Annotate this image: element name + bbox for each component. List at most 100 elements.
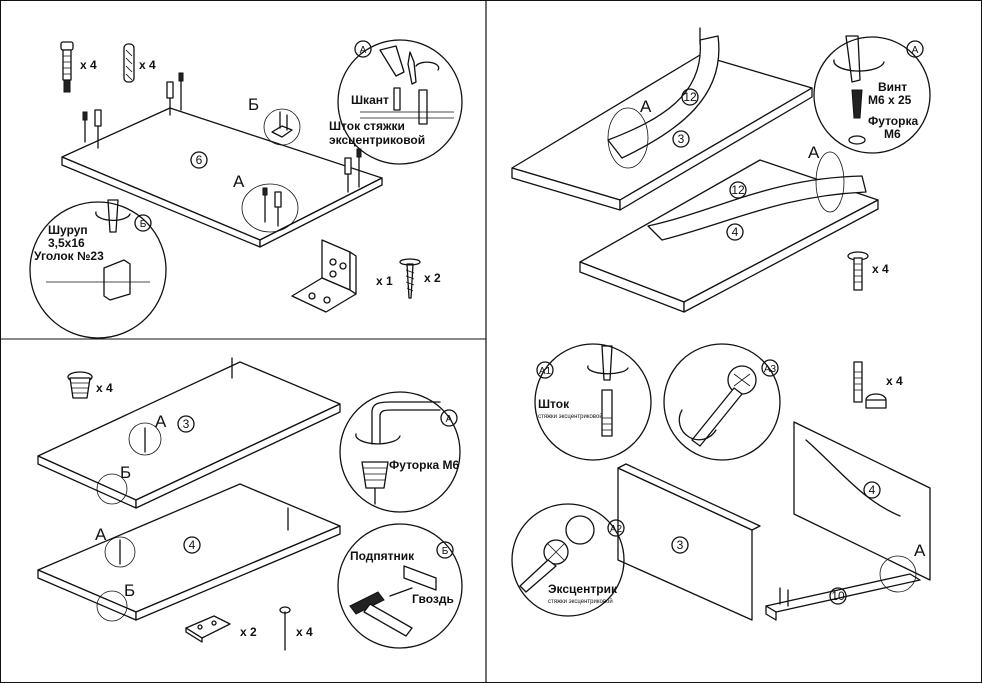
- callout-a-board3: А: [155, 412, 167, 431]
- qty-insert: x 4: [96, 381, 113, 395]
- label-a1-1: Шток: [538, 397, 570, 411]
- panel-4-label: 4: [869, 483, 876, 497]
- threaded-insert-icon: [67, 371, 93, 399]
- step-top-left: 6 x 4 x 4 Б А: [29, 39, 463, 339]
- detail-b-foot-circle: [337, 523, 463, 649]
- detail-a-right-badge: [906, 40, 924, 58]
- detail-a3-circle: [663, 343, 781, 461]
- dowels-group: [82, 72, 362, 193]
- panel-3-top-edge: [617, 463, 761, 531]
- part-3-left-circle: [177, 415, 195, 433]
- detail-a-circle-right: [813, 36, 931, 154]
- panel-4-arch: [805, 439, 901, 517]
- part-4-left-circle: [183, 536, 201, 554]
- qty-screw-right: x 4: [872, 262, 889, 276]
- nail-icon: [279, 606, 291, 651]
- callout-a-board4-circle: [104, 536, 136, 568]
- cam-lock-a2: [565, 515, 595, 545]
- arch-12-top: [607, 35, 720, 159]
- detail-a-badge: [354, 40, 372, 58]
- foot-pad-detail: [403, 565, 437, 591]
- base-10-edge: [765, 605, 777, 621]
- arch-bottom-label: 12: [731, 183, 745, 197]
- detail-a-letter: А: [360, 45, 367, 56]
- callout-a-bottom-ellipse: [815, 151, 845, 213]
- label-a2-1: Эксцентрик: [548, 582, 618, 596]
- part-number-circle: [190, 151, 208, 169]
- label-dowel: Шкант: [351, 93, 389, 107]
- rotation-insert-icon: [355, 433, 401, 445]
- callout-b-board3: Б: [120, 463, 131, 482]
- screw-m6-icon: [851, 89, 863, 119]
- qty-dowel: x 4: [139, 58, 156, 72]
- arch-top-circle: [681, 88, 699, 106]
- panel-3-circle: [671, 536, 689, 554]
- detail-a-circle: [337, 39, 463, 165]
- base-10-circle: [829, 587, 847, 605]
- detail-a2-letter: А2: [610, 524, 623, 535]
- screwdriver-b-icon: [107, 199, 119, 233]
- callout-a-top: А: [640, 97, 652, 116]
- screwdriver-right-icon: [845, 35, 861, 83]
- board-3-left-edge-side: [135, 403, 341, 509]
- arch-top-label: 12: [683, 90, 697, 104]
- callout-a-ellipse: [241, 183, 299, 233]
- rod-detail: [418, 89, 428, 125]
- part-4-left-label: 4: [189, 538, 196, 552]
- step-bottom-right: А1 Шток стяжки эксцентриковой А3 x 4 3: [511, 343, 931, 621]
- detail-a2-badge: [607, 519, 625, 537]
- callout-a-board3-circle: [128, 422, 162, 456]
- detail-b-foot-letter: Б: [442, 546, 449, 557]
- part-4-label: 4: [732, 225, 739, 239]
- label-foot: Подпятник: [350, 549, 415, 563]
- nut-m6-icon: [848, 135, 866, 145]
- corner-detail: [103, 259, 131, 301]
- label-screw2: М6 х 25: [868, 93, 912, 107]
- qty-foot: x 2: [240, 625, 257, 639]
- eccentric-rod-icon: [60, 41, 74, 93]
- callout-a-right: А: [914, 541, 926, 560]
- label-rod-2: эксцентриковой: [329, 133, 425, 147]
- part-4-circle: [726, 223, 744, 241]
- label-screw-2: 3,5х16: [48, 236, 85, 250]
- screwdriver-icon: [407, 51, 417, 85]
- detail-b-badge: [134, 214, 152, 232]
- callout-b-board3-circle: [96, 473, 128, 505]
- callout-b-board4: Б: [124, 581, 135, 600]
- detail-a1-letter: А1: [539, 366, 552, 377]
- detail-a1-circle: [534, 343, 652, 461]
- corner-bracket-small: [271, 125, 293, 138]
- screwdriver-a1-icon: [601, 345, 613, 381]
- eccentric-fitting-icon: [853, 361, 887, 409]
- callout-a-top-ellipse: [607, 107, 649, 169]
- wood-dowel-icon: [123, 43, 135, 83]
- label-screw-1: Шуруп: [48, 223, 88, 237]
- detail-a3-badge: [761, 359, 779, 377]
- hammer-icon: [379, 45, 405, 77]
- board-4-left-edge-side: [135, 525, 341, 621]
- panel-4-side: [793, 421, 931, 581]
- callout-b-board4-circle: [96, 590, 128, 622]
- qty-screw: x 2: [424, 271, 441, 285]
- m6-screw-icon: [847, 251, 869, 291]
- detail-a1-badge: [536, 361, 554, 379]
- wood-screw-icon: [399, 258, 421, 299]
- screwdriver-a3-icon: [691, 387, 743, 447]
- dowel-detail: [393, 87, 401, 111]
- detail-a2-circle: [511, 503, 625, 617]
- rotation-b-icon: [95, 211, 131, 221]
- callout-a-bottom: А: [808, 143, 820, 162]
- qty-rod: x 4: [80, 58, 97, 72]
- rotation-right-icon: [833, 59, 885, 72]
- label-a2-2: стяжки эксцентриковой: [548, 598, 613, 605]
- base-10-label: 10: [831, 589, 845, 603]
- label-nail: Гвоздь: [412, 592, 454, 606]
- detail-a-right-letter: А: [912, 45, 919, 56]
- step-top-right: 3 12 А 4 12 А А Винт М6 х 25 Футорка М6: [511, 27, 931, 313]
- label-nut2: М6: [884, 127, 901, 141]
- detail-b-circle: [29, 201, 167, 339]
- callout-a-board4: А: [95, 525, 107, 544]
- callout-a: А: [233, 172, 245, 191]
- qty-nail: x 4: [296, 625, 313, 639]
- part-6-label: 6: [196, 153, 203, 167]
